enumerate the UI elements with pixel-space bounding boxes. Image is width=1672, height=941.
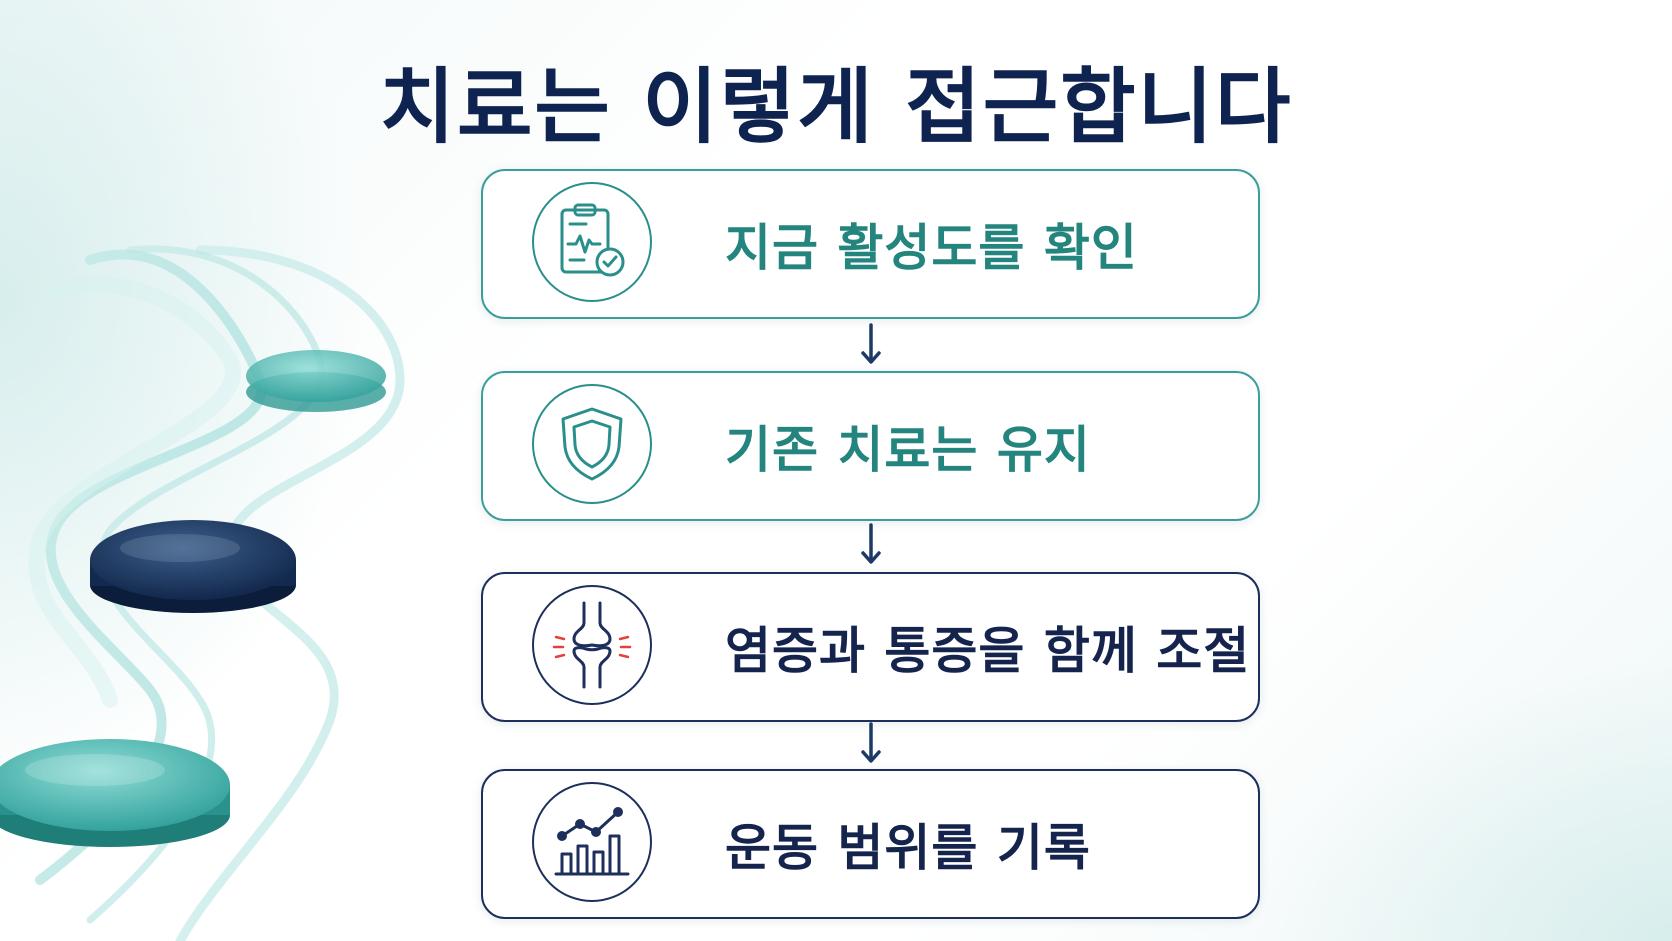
arrow-down-icon: [861, 323, 881, 364]
step-icon-circle: [532, 182, 652, 302]
step-label: 운동 범위를 기록: [725, 819, 1091, 877]
decorative-path-illustration: [0, 245, 405, 941]
knee-joint-icon: [552, 601, 632, 689]
clipboard-heartbeat-check-icon: [560, 203, 625, 277]
bar-chart-trend-icon: [554, 807, 630, 876]
step-card-check-activity: 지금 활성도를 확인: [481, 169, 1260, 319]
step-card-record-range-of-motion: 운동 범위를 기록: [481, 769, 1260, 919]
page-title: 치료는 이렇게 접근합니다: [379, 60, 1293, 155]
arrow-down-icon: [861, 523, 881, 564]
step-label: 기존 치료는 유지: [725, 421, 1091, 479]
arrow-down-icon: [861, 722, 881, 763]
shield-icon: [561, 407, 623, 481]
step-label: 염증과 통증을 함께 조절: [725, 622, 1251, 680]
step-label: 지금 활성도를 확인: [725, 219, 1138, 277]
step-icon-circle: [532, 384, 652, 504]
step-card-maintain-treatment: 기존 치료는 유지: [481, 371, 1260, 521]
step-icon-circle: [532, 782, 652, 902]
step-icon-circle: [532, 585, 652, 705]
step-card-control-inflammation: 염증과 통증을 함께 조절: [481, 572, 1260, 722]
